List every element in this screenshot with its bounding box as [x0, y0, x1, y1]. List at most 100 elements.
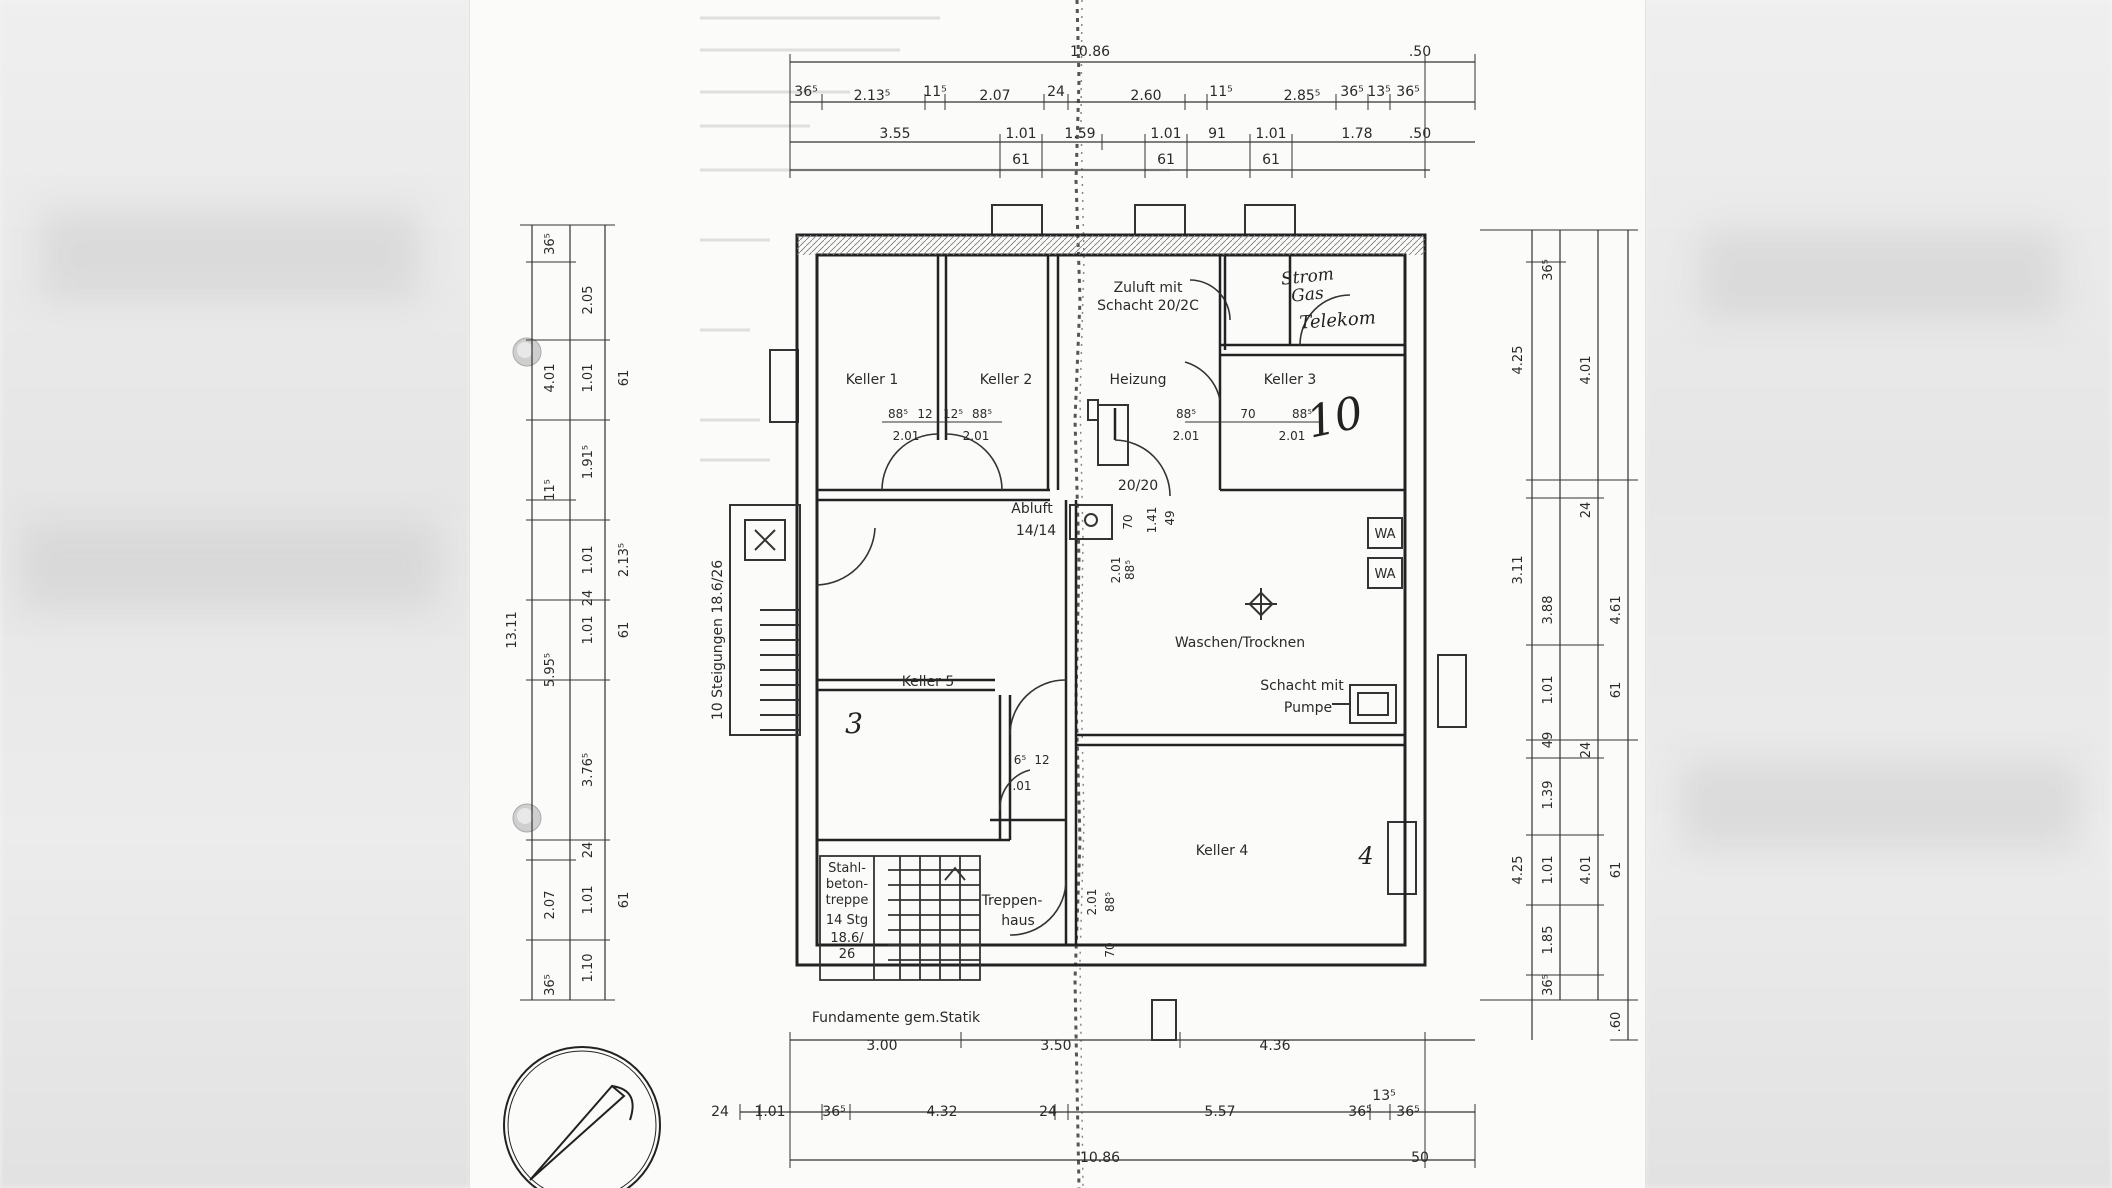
svg-text:10.86: 10.86	[1080, 1150, 1120, 1166]
svg-text:36⁵: 36⁵	[1348, 1104, 1371, 1120]
svg-text:1.01: 1.01	[754, 1104, 785, 1120]
svg-text:10: 10	[1302, 387, 1367, 449]
svg-text:61: 61	[617, 622, 632, 639]
pump-shaft	[1332, 684, 1397, 724]
svg-text:3.50: 3.50	[1040, 1038, 1071, 1054]
svg-text:2.01: 2.01	[1173, 429, 1200, 443]
left-dimension-chain	[520, 224, 615, 1001]
svg-text:12⁵: 12⁵	[943, 407, 963, 421]
door-swings	[816, 279, 1351, 936]
svg-text:5.57: 5.57	[1204, 1104, 1235, 1120]
svg-text:88⁵: 88⁵	[1176, 407, 1196, 421]
wall-hatch-top	[797, 235, 1425, 255]
svg-text:11⁵: 11⁵	[1209, 84, 1232, 100]
label-schacht-1: Schacht mit	[1260, 678, 1344, 694]
svg-text:2.01: 2.01	[1085, 889, 1099, 916]
svg-text:13⁵: 13⁵	[1367, 84, 1390, 100]
dim-top-row3: 3.55 1.01 1.59 1.01 91 1.01 1.78 .50 61 …	[879, 126, 1431, 168]
svg-text:88⁵: 88⁵	[888, 407, 908, 421]
internal-stair	[819, 855, 981, 981]
svg-text:12: 12	[917, 407, 932, 421]
svg-text:2.07: 2.07	[543, 891, 558, 920]
svg-text:88⁵: 88⁵	[972, 407, 992, 421]
label-abluft-2: 14/14	[1016, 523, 1056, 539]
svg-text:88⁵: 88⁵	[1103, 892, 1117, 912]
stair-left-label: 10 Steigungen 18.6/26	[710, 560, 726, 720]
room-labels: Keller 1 Keller 2 Zuluft mit Schacht 20/…	[812, 280, 1344, 1026]
wa-label-2: WA	[1374, 567, 1395, 582]
label-schacht-2: Pumpe	[1284, 700, 1332, 716]
hole-punch-top	[512, 337, 542, 367]
floor-plan-drawing: 10.86 .50 36⁵ 2.13⁵ 11⁵ 2.07 24 2.60 11⁵…	[503, 0, 1638, 1188]
svg-text:3.76⁵: 3.76⁵	[581, 753, 596, 787]
svg-text:3.11: 3.11	[1511, 556, 1526, 585]
svg-text:49: 49	[1163, 510, 1177, 525]
svg-text:36⁵: 36⁵	[822, 1104, 845, 1120]
label-fundamente: Fundamente gem.Statik	[812, 1010, 981, 1026]
right-dimension-chain	[1480, 229, 1638, 1041]
svg-text:.60: .60	[1609, 1012, 1624, 1033]
svg-text:4.61: 4.61	[1609, 596, 1624, 625]
abluft-shaft	[1069, 504, 1113, 540]
svg-text:24: 24	[1579, 502, 1594, 519]
label-treppenhaus-2: haus	[1001, 913, 1035, 929]
svg-text:24: 24	[581, 590, 596, 607]
label-stahl-6: 26	[839, 947, 856, 962]
top-dimension-chain	[789, 54, 1476, 178]
svg-text:2.01: 2.01	[893, 429, 920, 443]
label-heizung: Heizung	[1109, 372, 1166, 388]
svg-text:2.01: 2.01	[1109, 557, 1123, 584]
svg-text:4.32: 4.32	[926, 1104, 957, 1120]
blur-band	[40, 210, 420, 300]
blur-band	[20, 520, 440, 610]
blurred-background-left	[0, 0, 470, 1188]
svg-text:36⁵: 36⁵	[543, 974, 558, 996]
internal-walls	[817, 255, 1405, 945]
svg-text:36⁵: 36⁵	[1396, 1104, 1419, 1120]
svg-text:36⁵: 36⁵	[794, 84, 817, 100]
svg-text:11⁵: 11⁵	[543, 479, 558, 501]
external-stair	[729, 504, 801, 736]
svg-text:1.01: 1.01	[581, 364, 596, 393]
blur-band	[1700, 230, 2060, 320]
utility-room	[1223, 255, 1292, 350]
svg-text:.01: .01	[1012, 779, 1031, 793]
svg-text:1.01: 1.01	[1150, 126, 1181, 142]
dim-right-values: 4.25 3.11 4.25 .60 4.01 4.61 4.01 36⁵ 24…	[1511, 259, 1624, 1032]
inner-dimensions: 88⁵ 12 12⁵ 88⁵ 2.01 2.01 88⁵ 70 88⁵ 2.01…	[882, 407, 1320, 958]
svg-text:4.25: 4.25	[1511, 346, 1526, 375]
svg-text:1.01: 1.01	[581, 546, 596, 575]
svg-text:49: 49	[1541, 732, 1556, 749]
svg-text:24: 24	[1579, 742, 1594, 759]
svg-text:50: 50	[1411, 1150, 1429, 1166]
svg-text:2.01: 2.01	[1279, 429, 1306, 443]
wa-boxes	[1367, 517, 1403, 589]
svg-text:2.13⁵: 2.13⁵	[617, 543, 632, 577]
svg-text:36⁵: 36⁵	[1541, 974, 1556, 996]
svg-text:1.59: 1.59	[1064, 126, 1095, 142]
label-stahl-5: 18.6/	[830, 931, 864, 946]
svg-text:4.36: 4.36	[1259, 1038, 1290, 1054]
svg-text:Gas: Gas	[1290, 283, 1325, 306]
blur-band	[1680, 760, 2080, 850]
svg-text:36⁵: 36⁵	[543, 233, 558, 255]
svg-text:4.01: 4.01	[1579, 356, 1594, 385]
svg-text:Telekom: Telekom	[1299, 307, 1377, 333]
svg-text:3.55: 3.55	[879, 126, 910, 142]
svg-text:1.01: 1.01	[1541, 676, 1556, 705]
svg-text:70: 70	[1240, 407, 1255, 421]
svg-text:88⁵: 88⁵	[1123, 560, 1137, 580]
svg-text:24: 24	[711, 1104, 729, 1120]
svg-text:36⁵: 36⁵	[1541, 259, 1556, 281]
label-keller3: Keller 3	[1264, 372, 1317, 388]
dim-top-row2: 36⁵ 2.13⁵ 11⁵ 2.07 24 2.60 11⁵ 2.85⁵ 36⁵…	[794, 84, 1419, 104]
label-stahl-1: Stahl-	[828, 861, 866, 876]
svg-text:1.01: 1.01	[1255, 126, 1286, 142]
svg-text:4.01: 4.01	[543, 364, 558, 393]
scan-crease	[1073, 0, 1085, 1188]
label-waschen: Waschen/Trocknen	[1175, 635, 1305, 651]
svg-text:1.41: 1.41	[1145, 507, 1159, 534]
svg-text:1.01: 1.01	[581, 616, 596, 645]
hole-punch-bottom	[512, 803, 542, 833]
svg-text:3.00: 3.00	[866, 1038, 897, 1054]
